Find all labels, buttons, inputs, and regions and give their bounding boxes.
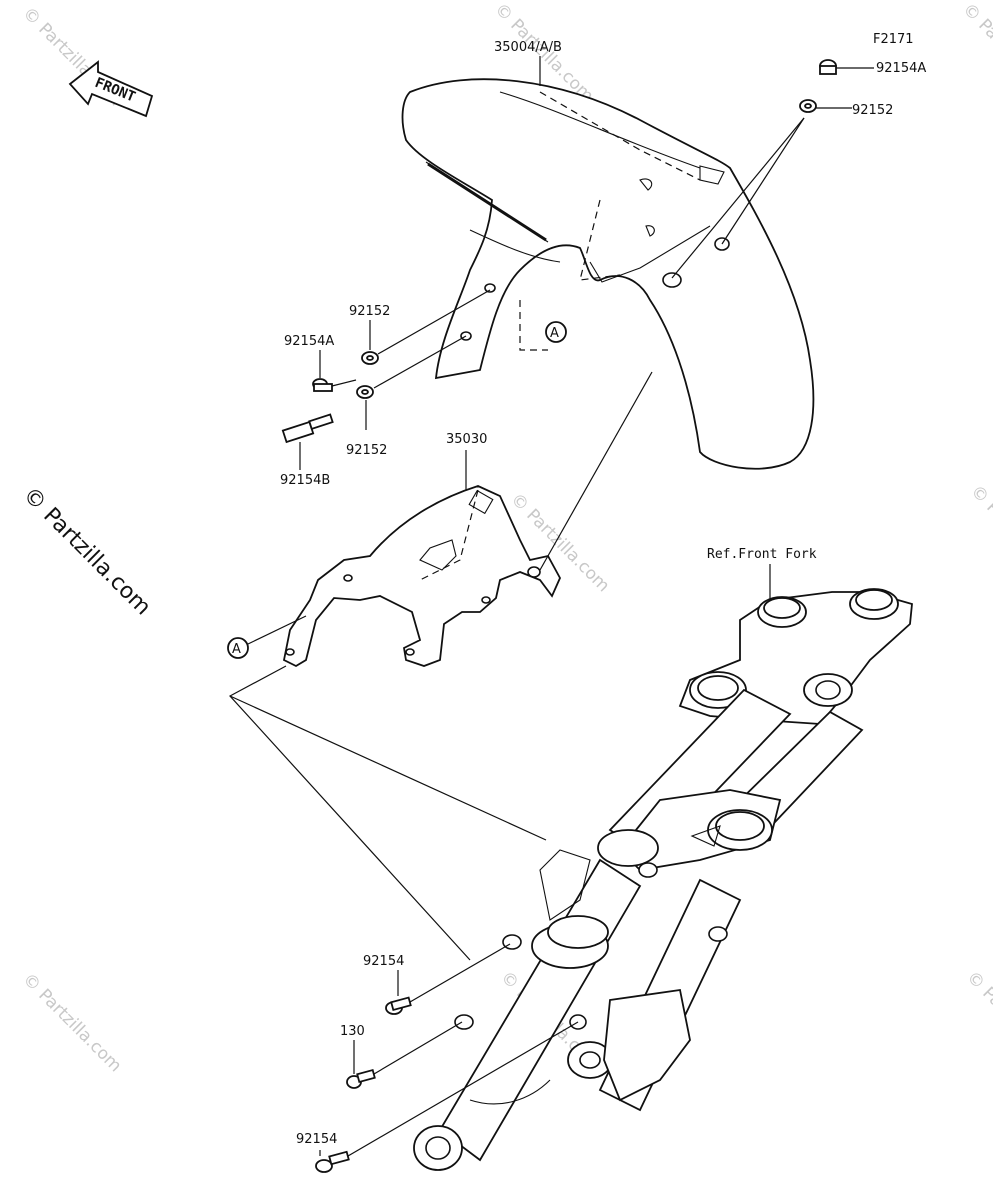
callout-a-lower-label: A xyxy=(232,642,241,657)
bolt-fork-upper xyxy=(385,996,412,1015)
leader-bolt-fork-mid-to-fork xyxy=(373,1021,463,1075)
washer-left-lower xyxy=(356,385,374,399)
label-fender: 35004/A/B xyxy=(494,40,562,55)
bolt-fork-mid xyxy=(346,1068,376,1089)
washer-top-right xyxy=(799,99,817,113)
label-ref-front-fork: Ref.Front Fork xyxy=(707,547,817,562)
watermark-bottom-left: © Partzilla.com xyxy=(18,969,125,1076)
bolt-top-right xyxy=(819,59,837,75)
leader-washer-left-lower-to-fender xyxy=(373,335,467,389)
fender-stay xyxy=(282,371,653,668)
leader-stay-to-fork-left xyxy=(229,665,471,961)
leader-washer-left-upper-to-fender xyxy=(377,289,491,355)
label-stud-left: 92154B xyxy=(280,473,330,488)
leader-bolt-fork-lower-to-fork xyxy=(347,1021,579,1157)
leader-washer-to-fender-a xyxy=(671,117,805,279)
label-bolt-fork-mid: 130 xyxy=(340,1024,365,1039)
leader-bolt-left-to-washer xyxy=(331,379,357,387)
leader-stay-to-fork-right xyxy=(229,695,547,841)
front-fork-assembly xyxy=(413,588,913,1171)
figure-id: F2171 xyxy=(873,32,914,47)
leader-washer-to-fender-b xyxy=(721,117,805,245)
watermark-right-middle: © Partzilla.com xyxy=(966,481,993,588)
label-bolt-left: 92154A xyxy=(284,334,334,349)
label-washer-left-upper: 92152 xyxy=(349,304,390,319)
leader-callout-a-lower xyxy=(247,615,307,645)
callout-a-lower xyxy=(227,637,249,659)
watermark-bottom-right: © Partzilla.com xyxy=(962,967,993,1074)
callout-a-upper xyxy=(545,321,567,343)
label-stay: 35030 xyxy=(446,432,487,447)
leader-bolt-fork-upper-to-fork xyxy=(409,943,511,1003)
bolt-fork-lower xyxy=(315,1150,350,1173)
stud-left xyxy=(281,413,334,444)
label-bolt-top: 92154A xyxy=(876,61,926,76)
callout-a-upper-label: A xyxy=(550,326,559,341)
label-washer-top: 92152 xyxy=(852,103,893,118)
label-washer-left-lower: 92152 xyxy=(346,443,387,458)
washer-left-upper xyxy=(361,351,379,365)
watermark-top-right: © Partzilla.com xyxy=(958,0,993,106)
front-fender xyxy=(401,78,815,470)
label-bolt-fork-lower: 92154 xyxy=(296,1132,337,1147)
watermark-main: © Partzilla.com xyxy=(18,483,156,621)
label-bolt-fork-upper: 92154 xyxy=(363,954,404,969)
bolt-left xyxy=(312,378,333,392)
